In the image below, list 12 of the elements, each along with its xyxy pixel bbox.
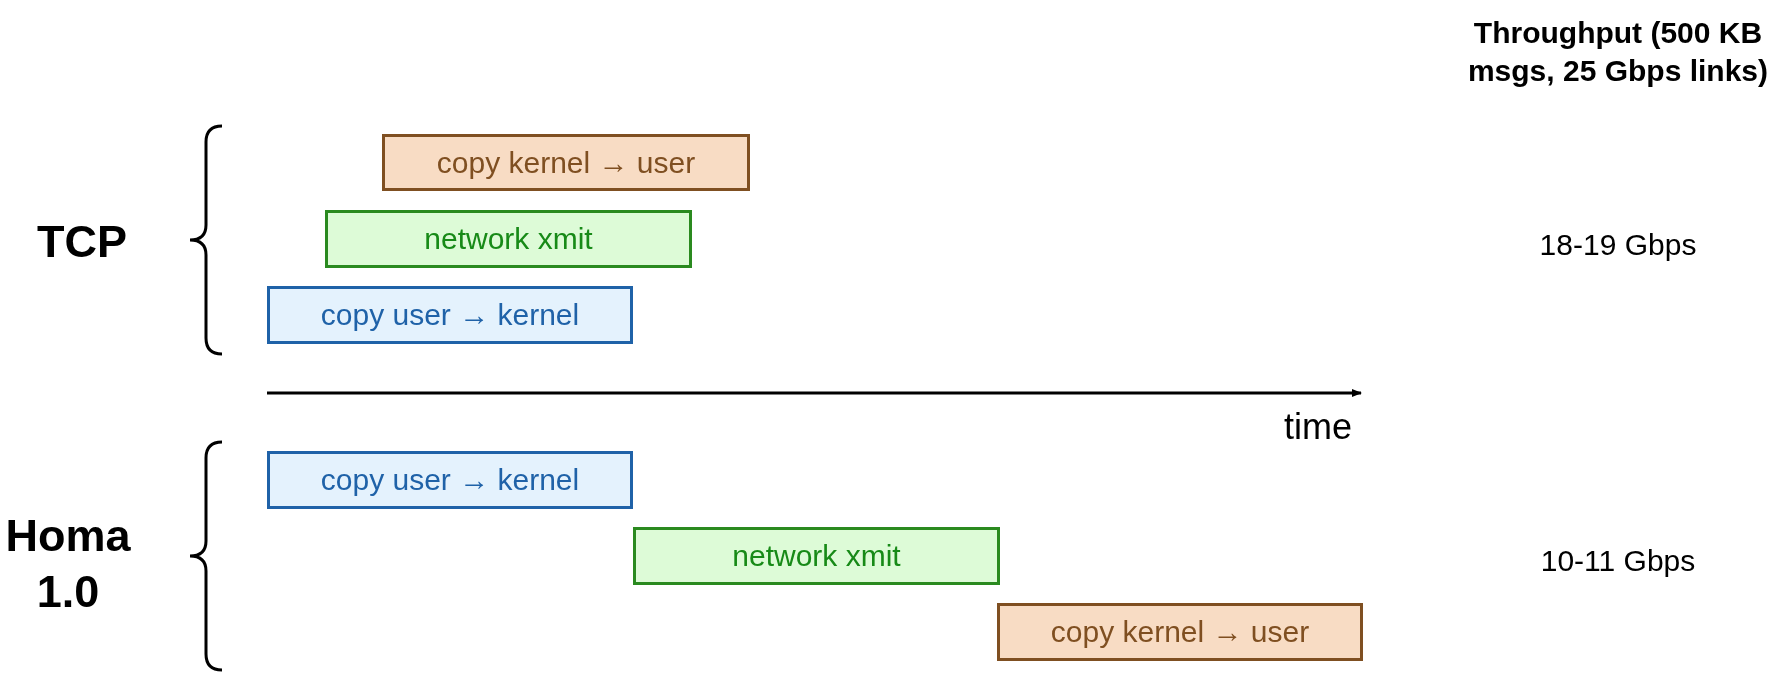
task-bar: copy user → kernel [267, 451, 633, 509]
task-bar: copy kernel → user [997, 603, 1363, 661]
task-bar: network xmit [325, 210, 692, 268]
throughput-value: 10-11 Gbps [1539, 543, 1697, 579]
task-bar: network xmit [633, 527, 1000, 585]
task-bar: copy kernel → user [382, 134, 750, 191]
group-label: Homa 1.0 [4, 509, 132, 620]
group-label: TCP [36, 215, 128, 269]
column-heading: Throughput (500 KB msgs, 25 Gbps links) [1466, 15, 1770, 89]
throughput-value: 18-19 Gbps [1538, 227, 1698, 263]
axis-label: time [1283, 405, 1353, 449]
task-bar: copy user → kernel [267, 286, 633, 344]
